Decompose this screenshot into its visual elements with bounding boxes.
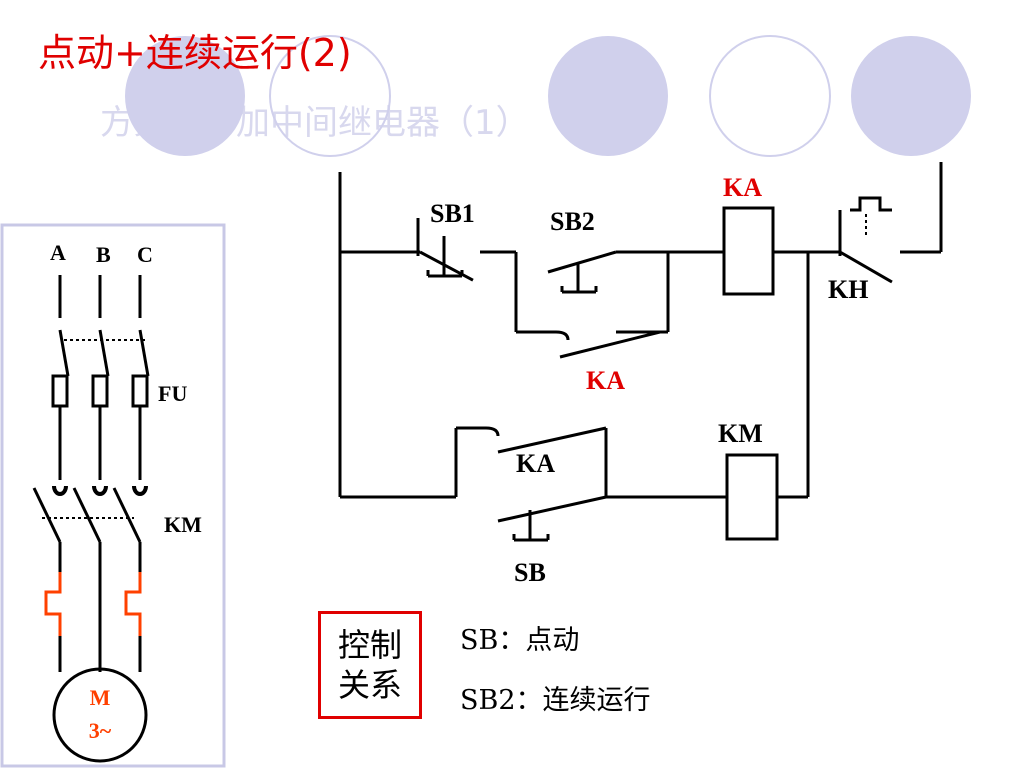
deco-circle-1: [125, 36, 245, 156]
legend-box-line2: 关系: [337, 666, 402, 704]
sb-contact: [497, 495, 607, 523]
phase-label-c: C: [137, 242, 153, 267]
main-circuit-frame: [0, 223, 226, 768]
fuse-a: [51, 374, 69, 408]
kh-contact: [839, 250, 893, 284]
legend-box-line1: 控制: [337, 626, 402, 664]
ka-coil: [722, 206, 775, 296]
sb-label: SB: [514, 558, 546, 587]
sb1-contact: [419, 250, 474, 282]
motor-sub-label: 3~: [89, 718, 112, 743]
heater-a: [44, 572, 62, 636]
sb2-contact: [547, 250, 617, 274]
phase-label-b: B: [96, 242, 111, 267]
sb1-label: SB1: [430, 199, 475, 228]
ka-coil-label: KA: [723, 173, 762, 202]
legend-item-sb2: SB2：连续运行: [460, 685, 651, 716]
ka-contact-label: KA: [516, 449, 555, 478]
motor-label: M: [90, 685, 111, 710]
control-circuit: [338, 162, 943, 542]
ka-hold-contact: [559, 330, 661, 359]
slide-title: 点动+连续运行(2): [38, 31, 352, 75]
legend-item-sb: SB：点动: [460, 625, 580, 656]
main-circuit-labels: A B C FU KM M 3~: [50, 240, 202, 743]
ka-hold-label: KA: [586, 366, 625, 395]
control-circuit-labels: SB1 SB2 KA KH KA KM KA SB: [430, 173, 868, 587]
deco-circle-2: [269, 35, 391, 157]
deco-circle-5: [851, 36, 971, 156]
deco-circle-3: [548, 36, 668, 156]
phase-label-a: A: [50, 240, 66, 265]
fuse-label: FU: [158, 381, 187, 406]
kh-label: KH: [828, 275, 868, 304]
km-coil: [725, 453, 779, 541]
main-circuit: [0, 223, 226, 768]
sb2-label: SB2: [550, 207, 595, 236]
motor: [52, 667, 148, 763]
ka-contact: [497, 426, 607, 454]
fuse-c: [131, 374, 149, 408]
fuse-b: [91, 374, 109, 408]
legend-box: 控制 关系: [318, 611, 422, 719]
decorative-circles: [125, 35, 971, 157]
km-coil-label: KM: [718, 419, 763, 448]
deco-circle-4: [709, 35, 831, 157]
contactor-label: KM: [164, 512, 202, 537]
heater-c: [124, 572, 142, 636]
